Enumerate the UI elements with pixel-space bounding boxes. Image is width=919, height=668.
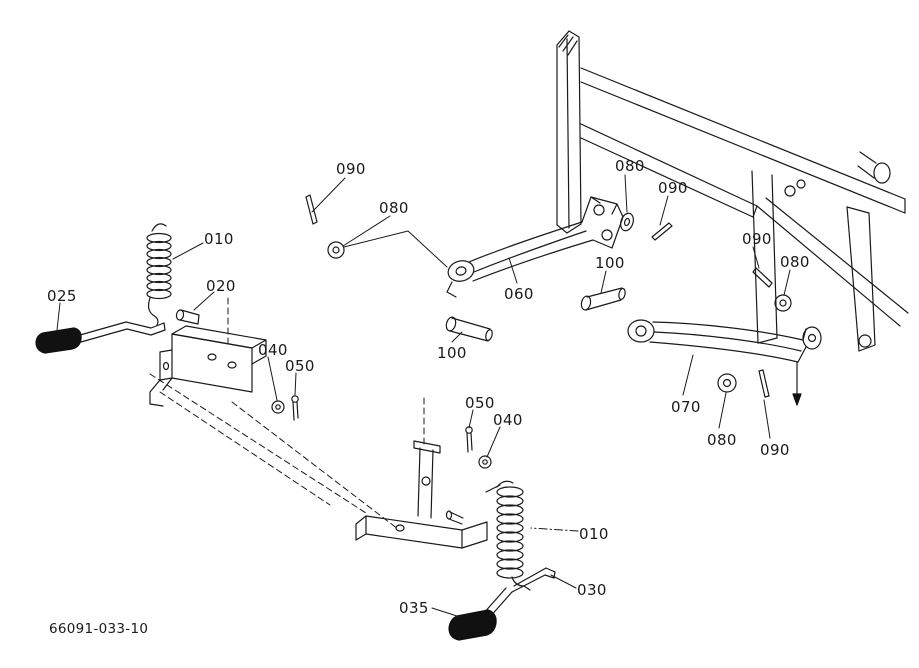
bolt-020 [175, 309, 200, 325]
pin-090-top-left [305, 194, 318, 225]
cotter-pin-050-left [291, 395, 299, 421]
drawing-number: 66091-033-10 [49, 621, 149, 637]
spring-010-bottom [485, 480, 531, 591]
callout-040-washer-center: 040 [493, 411, 523, 429]
lever-025 [35, 321, 166, 354]
leader-line-dashdot [530, 527, 579, 532]
callout-025-lever: 025 [47, 287, 77, 305]
frame-rail-assembly [556, 30, 909, 406]
callout-060-lever: 060 [504, 285, 534, 303]
washer-040-center [478, 455, 492, 469]
callout-010-spring-left: 010 [204, 230, 234, 248]
link-rod [343, 230, 448, 268]
callout-090-pin-mid-right: 090 [742, 230, 772, 248]
callout-070-lever: 070 [671, 398, 701, 416]
bracket-center [355, 440, 488, 549]
callout-090-pin-lower-right: 090 [760, 441, 790, 459]
callout-090-pin-top-right: 090 [658, 179, 688, 197]
callout-035-handle: 035 [399, 599, 429, 617]
lever-070 [627, 319, 822, 363]
clevis-pin-100-right [580, 287, 626, 311]
washer-080-mid-right [774, 294, 792, 312]
handle-035 [448, 587, 513, 641]
washer-080-top-left [327, 241, 345, 259]
callout-020-bolt: 020 [206, 277, 236, 295]
pin-090-top-right [651, 222, 673, 241]
washer-040-left [271, 400, 285, 414]
callout-090-pin-top-left: 090 [336, 160, 366, 178]
callout-010-spring-bottom: 010 [579, 525, 609, 543]
callout-100-pin-left: 100 [437, 344, 467, 362]
callout-030-rod: 030 [577, 581, 607, 599]
callout-080-washer-top-left: 080 [379, 199, 409, 217]
leader-lines [56, 174, 791, 618]
lever-060 [446, 196, 624, 298]
bracket-left [149, 325, 267, 407]
pin-090-mid-right [752, 267, 773, 288]
callout-040-washer-left: 040 [258, 341, 288, 359]
rod-030 [511, 567, 556, 593]
callout-100-pin-right: 100 [595, 254, 625, 272]
pin-090-lower-right [758, 369, 770, 398]
washer-080-lower-right [717, 373, 737, 393]
callout-080-washer-mid-right: 080 [780, 253, 810, 271]
callout-050-cotter-center: 050 [465, 394, 495, 412]
washer-080-top-mid [620, 212, 634, 232]
hidden-alignment-lines [149, 297, 425, 530]
clevis-pin-100-left [445, 316, 493, 342]
callout-050-cotter-left: 050 [285, 357, 315, 375]
callout-080-washer-top-mid: 080 [615, 157, 645, 175]
cotter-pin-050-center [465, 426, 473, 453]
spring-010-left [146, 223, 172, 326]
callout-080-washer-lower-right: 080 [707, 431, 737, 449]
